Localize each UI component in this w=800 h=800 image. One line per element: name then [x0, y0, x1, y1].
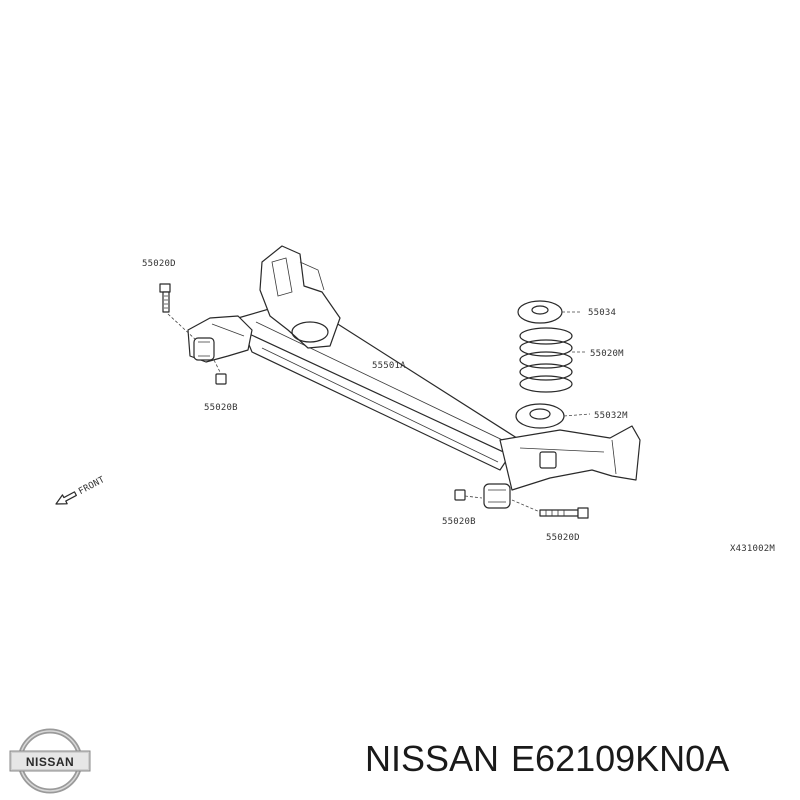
bolt-right	[511, 499, 589, 519]
nissan-logo: NISSAN	[9, 728, 91, 794]
callout-bolt-top-left: 55020D	[142, 259, 176, 269]
rear-axle-beam-diagram: 55020D 55020B 55501A 55034 55020M 55032M…	[55, 245, 775, 554]
callout-spring-seat-upper: 55034	[588, 308, 616, 318]
left-bushing	[193, 337, 215, 361]
part-caption: NISSAN E62109KN0A	[365, 738, 729, 780]
callout-nut-left: 55020B	[204, 403, 238, 413]
part-number: E62109KN0A	[511, 738, 730, 779]
spring-seat-upper	[517, 300, 563, 324]
torsion-beam	[187, 245, 641, 491]
callout-beam: 55501A	[372, 361, 406, 371]
brand-name: NISSAN	[365, 738, 500, 779]
logo-text: NISSAN	[26, 755, 74, 769]
callout-bolt-right: 55020D	[546, 533, 580, 543]
coil-spring	[519, 327, 573, 393]
bolt-top-left	[159, 283, 197, 341]
right-bushing	[483, 483, 511, 509]
nut-left	[213, 359, 227, 385]
figure-code: X431002M	[730, 544, 775, 554]
callout-nut-right: 55020B	[442, 517, 476, 527]
front-direction-arrow: FRONT	[55, 475, 107, 505]
callout-coil-spring: 55020M	[590, 349, 624, 359]
nut-right	[454, 489, 483, 501]
spring-seat-lower	[515, 403, 565, 429]
callout-spring-seat-lower: 55032M	[594, 411, 628, 421]
front-label: FRONT	[77, 475, 107, 497]
